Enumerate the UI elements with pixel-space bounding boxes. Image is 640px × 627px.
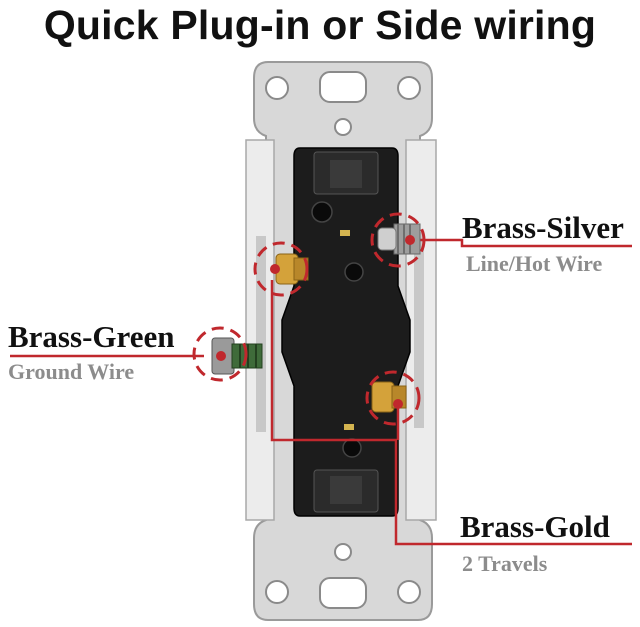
silver-screw xyxy=(370,212,426,268)
brass-gold-leader xyxy=(270,280,632,546)
push-in-hole xyxy=(342,438,362,458)
strap-hole xyxy=(334,118,352,136)
page-title: Quick Plug-in or Side wiring xyxy=(43,2,597,48)
toggle-slot-top xyxy=(330,160,362,188)
strap-hole xyxy=(397,580,421,604)
push-in-hole xyxy=(344,262,364,282)
callout-ring xyxy=(365,370,421,426)
push-in-hole xyxy=(311,201,333,223)
brass-gold-label: Brass-Gold xyxy=(460,509,610,544)
left-side-rail xyxy=(256,236,266,432)
toggle-slot-bottom xyxy=(330,476,362,504)
callout-dot xyxy=(270,264,280,274)
release-marker xyxy=(340,230,350,236)
brass-green-description: Ground Wire xyxy=(8,359,135,384)
callout-ring xyxy=(370,212,426,268)
brass-gold-description: 2 Travels xyxy=(462,551,548,576)
brass-green-label: Brass-Green xyxy=(8,319,175,354)
callout-ring xyxy=(192,326,248,382)
right-side-rail xyxy=(414,232,424,428)
callout-ring xyxy=(253,241,309,297)
callout-dot xyxy=(393,399,403,409)
strap-hole xyxy=(265,76,289,100)
release-marker xyxy=(344,424,354,430)
strap-hole xyxy=(265,580,289,604)
brass-silver-leader xyxy=(410,238,632,248)
green-ground-screw xyxy=(192,326,263,382)
switch-body xyxy=(281,147,411,517)
brass-silver-label: Brass-Silver xyxy=(462,210,624,245)
brass-silver-description: Line/Hot Wire xyxy=(466,251,603,276)
brass-screw-upper xyxy=(253,241,309,297)
brass-screw-lower xyxy=(365,370,421,426)
strap-hole xyxy=(334,543,352,561)
callout-lines xyxy=(10,238,632,546)
strap-slot xyxy=(319,71,367,103)
strap-slot xyxy=(319,577,367,609)
callout-dot xyxy=(216,351,226,361)
strap-hole xyxy=(397,76,421,100)
callout-dot xyxy=(405,235,415,245)
